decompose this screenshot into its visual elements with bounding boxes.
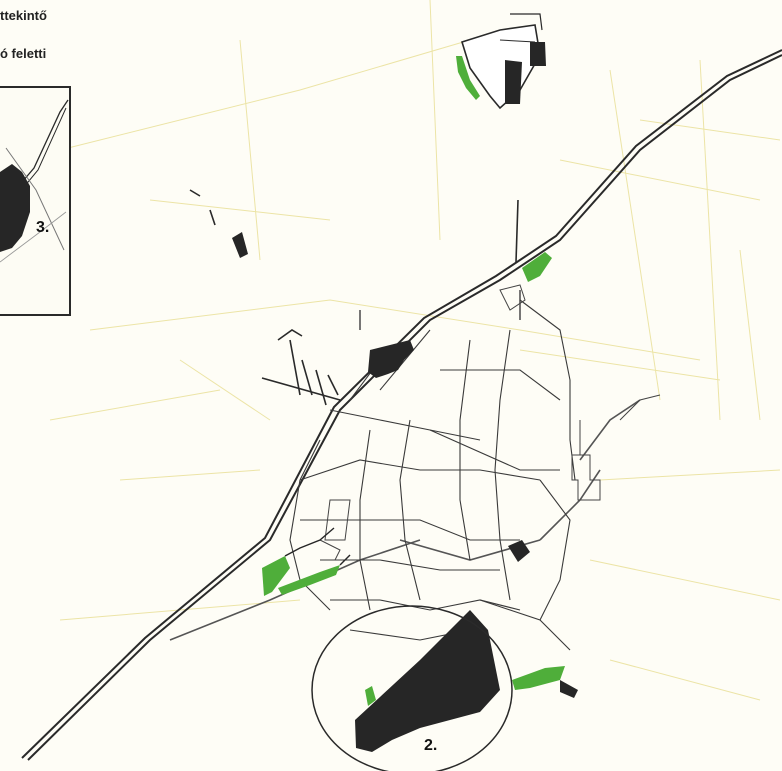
inset-map bbox=[0, 86, 71, 316]
inset-label: 3. bbox=[36, 219, 49, 236]
farm-buildings bbox=[319, 284, 661, 561]
strip-edges bbox=[284, 527, 351, 566]
drainage-tracks bbox=[189, 189, 519, 406]
green-strips bbox=[262, 252, 565, 706]
header-line-1: ttekintő bbox=[0, 8, 47, 23]
field-boundaries bbox=[49, 0, 781, 701]
zone-2-circle bbox=[311, 605, 513, 771]
main-road bbox=[21, 49, 782, 761]
header-line-2: ó feletti bbox=[0, 46, 47, 61]
zone-2-label: 2. bbox=[424, 737, 437, 754]
north-farm bbox=[456, 13, 546, 110]
forest-patches bbox=[232, 232, 578, 752]
field-network bbox=[289, 299, 576, 651]
